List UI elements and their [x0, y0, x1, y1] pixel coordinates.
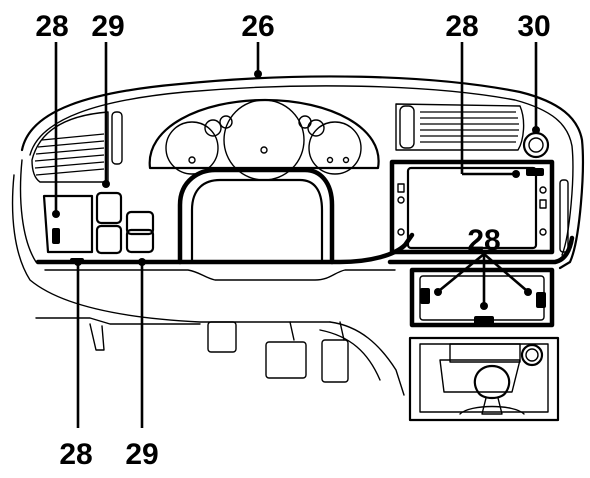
audio-unit-clip [526, 168, 544, 176]
climate-clip-right [536, 292, 546, 308]
leader-dot-28-climate-left [434, 288, 442, 296]
left-panel-clip [52, 228, 60, 244]
climate-control-panel [409, 267, 555, 328]
pedals [207, 321, 349, 383]
callout-28-upper-left: 28 [35, 10, 68, 43]
callout-26: 26 [241, 10, 274, 43]
leader-dot-28-left [52, 210, 60, 218]
callout-28-center-right: 28 [467, 224, 500, 257]
center-console [408, 336, 560, 422]
leader-dot-26 [254, 70, 262, 78]
leader-dot-30 [532, 126, 540, 134]
lower-dash [35, 317, 405, 396]
instrument-cluster [148, 98, 380, 181]
left-switch-panel [42, 191, 155, 264]
callout-28-upper-right: 28 [445, 10, 478, 43]
hazard-switch-knob [522, 131, 550, 159]
callout-29-upper-left: 29 [91, 10, 124, 43]
climate-clip-left [420, 288, 430, 304]
leader-dot-28-bottom [74, 258, 82, 266]
center-audio-unit [389, 159, 569, 255]
leader-dot-28-climate-right [524, 288, 532, 296]
leader-dot-29-left [102, 180, 110, 188]
leader-dot-28-audio [512, 170, 520, 178]
steering-column [177, 167, 335, 265]
climate-clip-bottom [474, 316, 494, 326]
callout-labels: 26 28 29 28 30 28 28 29 [35, 10, 550, 471]
left-air-vent [31, 111, 123, 183]
leader-lines [52, 42, 540, 428]
leader-dot-28-climate-mid [480, 302, 488, 310]
callout-29-bottom: 29 [125, 438, 158, 471]
leader-dot-29-bottom [138, 258, 146, 266]
callout-28-bottom: 28 [59, 438, 92, 471]
dash-trim-band [35, 232, 575, 281]
callout-30: 30 [517, 10, 550, 43]
right-air-vent [395, 103, 550, 159]
